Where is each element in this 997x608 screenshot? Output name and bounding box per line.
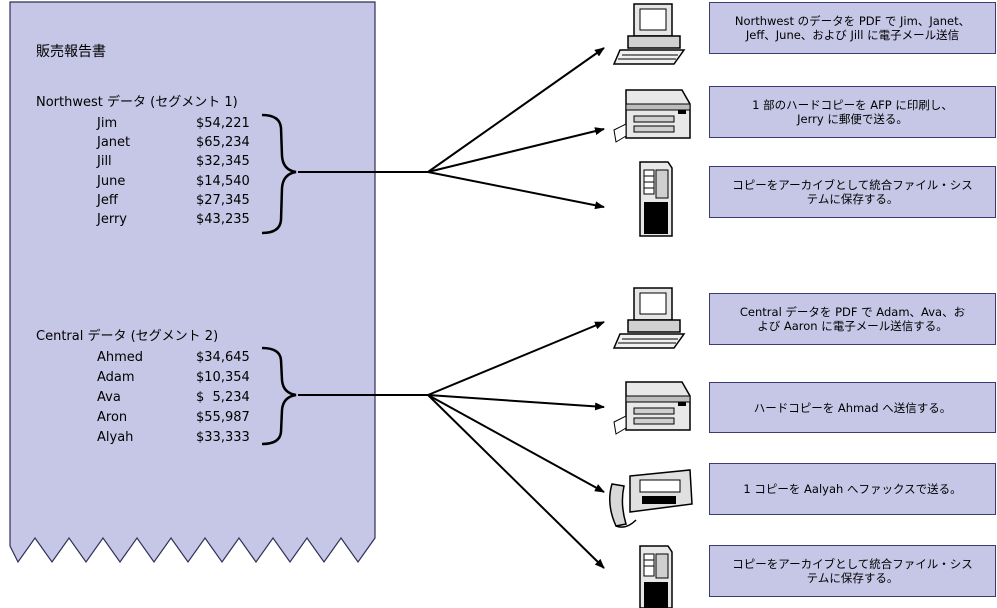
computer-icon	[612, 3, 686, 65]
segment-2-header: Central データ (セグメント 2)	[36, 329, 219, 344]
server-icon	[639, 161, 673, 237]
table-row-name: Jill	[97, 154, 112, 169]
action-callout: Central データを PDF で Adam、Ava、お よび Aaron に…	[709, 293, 996, 345]
action-callout: 1 コピーを Aalyah へファックスで送る。	[709, 463, 996, 515]
table-row-amount: $ 5,234	[196, 390, 250, 405]
action-callout: 1 部のハードコピーを AFP に印刷し、 Jerry に郵便で送る。	[709, 86, 996, 138]
printer-icon	[613, 89, 691, 143]
table-row-amount: $65,234	[196, 135, 250, 150]
report-document	[9, 1, 376, 564]
table-row-name: Ava	[97, 390, 121, 405]
table-row-name: Alyah	[97, 430, 134, 445]
action-callout: Northwest のデータを PDF で Jim、Janet、 Jeff、Ju…	[709, 2, 996, 54]
arrow-to-server-1	[427, 171, 605, 210]
table-row-amount: $34,645	[196, 350, 250, 365]
table-row-amount: $32,345	[196, 154, 250, 169]
table-row-amount: $54,221	[196, 116, 250, 131]
table-row-amount: $14,540	[196, 174, 250, 189]
table-row-name: Adam	[97, 370, 135, 385]
report-title: 販売報告書	[36, 44, 106, 60]
table-row-name: Jeff	[97, 193, 118, 208]
action-callout: コピーをアーカイブとして統合ファイル・シス テムに保存する。	[709, 545, 996, 597]
arrow-to-printer-2	[427, 394, 605, 411]
table-row-amount: $43,235	[196, 212, 250, 227]
segment-2-brace	[261, 346, 297, 446]
table-row-amount: $55,987	[196, 410, 250, 425]
table-row-amount: $33,333	[196, 430, 250, 445]
table-row-name: Jerry	[97, 212, 127, 227]
server-icon	[639, 545, 673, 608]
table-row-name: Ahmed	[97, 350, 144, 365]
arrow-to-printer-1	[427, 127, 605, 173]
table-row-amount: $10,354	[196, 370, 250, 385]
arrow-to-server-2	[427, 394, 605, 569]
computer-icon	[612, 287, 686, 349]
table-row-name: Aron	[97, 410, 128, 425]
segment-1-brace	[261, 113, 297, 235]
table-row-amount: $27,345	[196, 193, 250, 208]
printer-icon	[613, 381, 691, 435]
arrow-to-computer-1	[427, 47, 605, 173]
table-row-name: Janet	[97, 135, 131, 150]
arrow-to-fax	[427, 394, 605, 493]
table-row-name: June	[97, 174, 126, 189]
action-callout: ハードコピーを Ahmad へ送信する。	[709, 382, 996, 433]
arrow-to-computer-2	[427, 321, 605, 396]
table-row-name: Jim	[97, 116, 118, 131]
segment-1-header: Northwest データ (セグメント 1)	[36, 95, 238, 110]
action-callout: コピーをアーカイブとして統合ファイル・シス テムに保存する。	[709, 166, 996, 218]
fax-icon	[609, 469, 693, 528]
